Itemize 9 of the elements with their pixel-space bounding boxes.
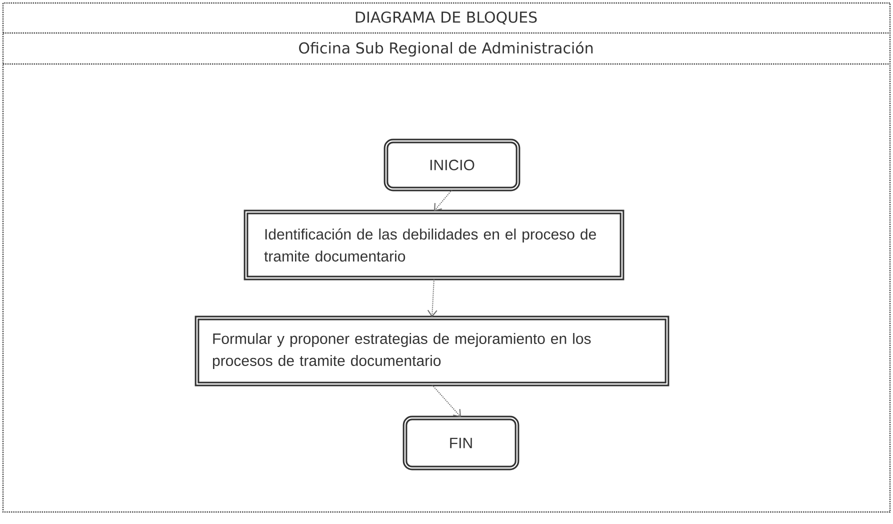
- title: DIAGRAMA DE BLOQUES: [356, 11, 537, 25]
- arrow: [427, 278, 438, 318]
- arrow: [432, 384, 461, 418]
- arrow: [434, 189, 452, 212]
- terminal-box: FIN: [402, 416, 520, 470]
- process-box: Formular y proponer estrategias de mejoramiento en los procesos de tramite documentario: [194, 316, 670, 386]
- subtitle: Oficina Sub Regional de Administración: [299, 41, 593, 57]
- terminal-box: INICIO: [384, 138, 520, 192]
- process-box: Identificación de las debilidades en el proceso de tramite documentario: [244, 210, 624, 280]
